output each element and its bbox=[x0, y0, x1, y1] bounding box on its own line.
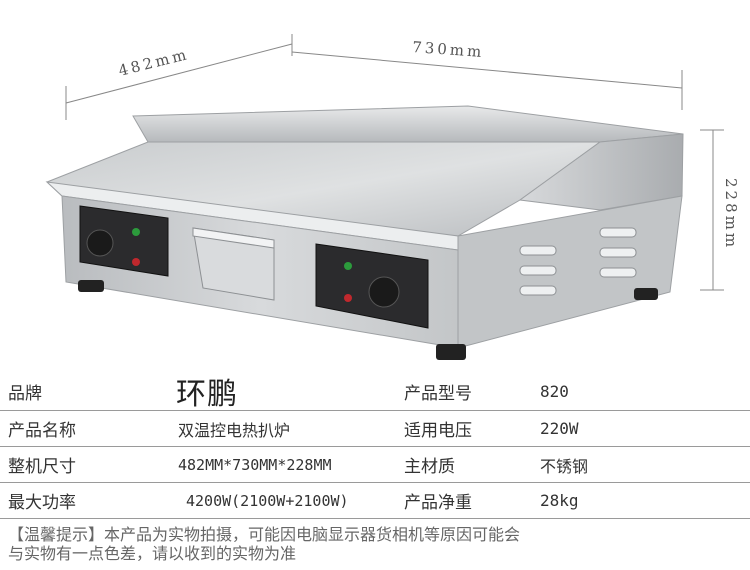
side-body bbox=[457, 195, 683, 349]
product-image: 482mm 730mm 228mm bbox=[45, 34, 740, 360]
spec-value: 482MM*730MM*228MM bbox=[178, 455, 332, 474]
spec-value: 不锈钢 bbox=[540, 456, 589, 476]
spec-label: 产品名称 bbox=[8, 421, 76, 441]
feet bbox=[78, 280, 658, 360]
spec-label: 整机尺寸 bbox=[8, 457, 76, 477]
back-splash bbox=[132, 105, 684, 143]
left-green-light-icon bbox=[132, 228, 140, 236]
right-knob-icon[interactable] bbox=[368, 276, 400, 308]
spec-value: 28kg bbox=[540, 491, 579, 510]
spec-label: 适用电压 bbox=[404, 421, 472, 441]
spec-value: 220W bbox=[540, 419, 579, 438]
spec-row-name: 产品名称 双温控电热扒炉 适用电压 220W bbox=[0, 411, 750, 447]
depth-dimension: 482mm bbox=[65, 34, 293, 120]
electric-griddle-illustration: 482mm 730mm 228mm bbox=[45, 34, 740, 360]
height-dimension: 228mm bbox=[700, 129, 740, 291]
width-label: 730mm bbox=[412, 38, 485, 61]
left-knob-icon[interactable] bbox=[86, 229, 114, 257]
depth-label: 482mm bbox=[117, 45, 191, 80]
right-red-light-icon bbox=[344, 294, 352, 302]
right-green-light-icon bbox=[344, 262, 352, 270]
disclaimer-note: 【温馨提示】本产品为实物拍摄，可能因电脑显示器货相机等原因可能会 与实物有一点色… bbox=[8, 525, 748, 563]
spec-label: 产品净重 bbox=[404, 493, 472, 513]
spec-value: 双温控电热扒炉 bbox=[178, 420, 291, 440]
spec-label: 产品型号 bbox=[404, 383, 472, 404]
spec-row-size: 整机尺寸 482MM*730MM*228MM 主材质 不锈钢 bbox=[0, 447, 750, 483]
left-red-light-icon bbox=[132, 258, 140, 266]
spec-row-power: 最大功率 4200W(2100W+2100W) 产品净重 28kg bbox=[0, 483, 750, 519]
spec-label: 最大功率 bbox=[8, 493, 76, 513]
spec-table: 品牌 环鹏 产品型号 820 产品名称 双温控电热扒炉 适用电压 220W 整机… bbox=[0, 372, 750, 519]
right-control-panel bbox=[315, 243, 429, 329]
side-vents bbox=[519, 227, 637, 296]
disclaimer-line-1: 【温馨提示】本产品为实物拍摄，可能因电脑显示器货相机等原因可能会 bbox=[8, 525, 521, 544]
brand-value: 环鹏 bbox=[176, 377, 238, 412]
spec-value: 820 bbox=[540, 381, 569, 401]
grease-drawer[interactable] bbox=[192, 227, 275, 301]
spec-label: 品牌 bbox=[8, 383, 42, 404]
width-dimension: 730mm bbox=[291, 38, 683, 110]
left-control-panel bbox=[79, 205, 169, 277]
spec-row-brand: 品牌 环鹏 产品型号 820 bbox=[0, 372, 750, 412]
spec-value: 4200W(2100W+2100W) bbox=[186, 491, 349, 510]
disclaimer-line-2: 与实物有一点色差，请以收到的实物为准 bbox=[8, 544, 297, 563]
height-label: 228mm bbox=[722, 178, 740, 250]
spec-label: 主材质 bbox=[404, 457, 455, 477]
